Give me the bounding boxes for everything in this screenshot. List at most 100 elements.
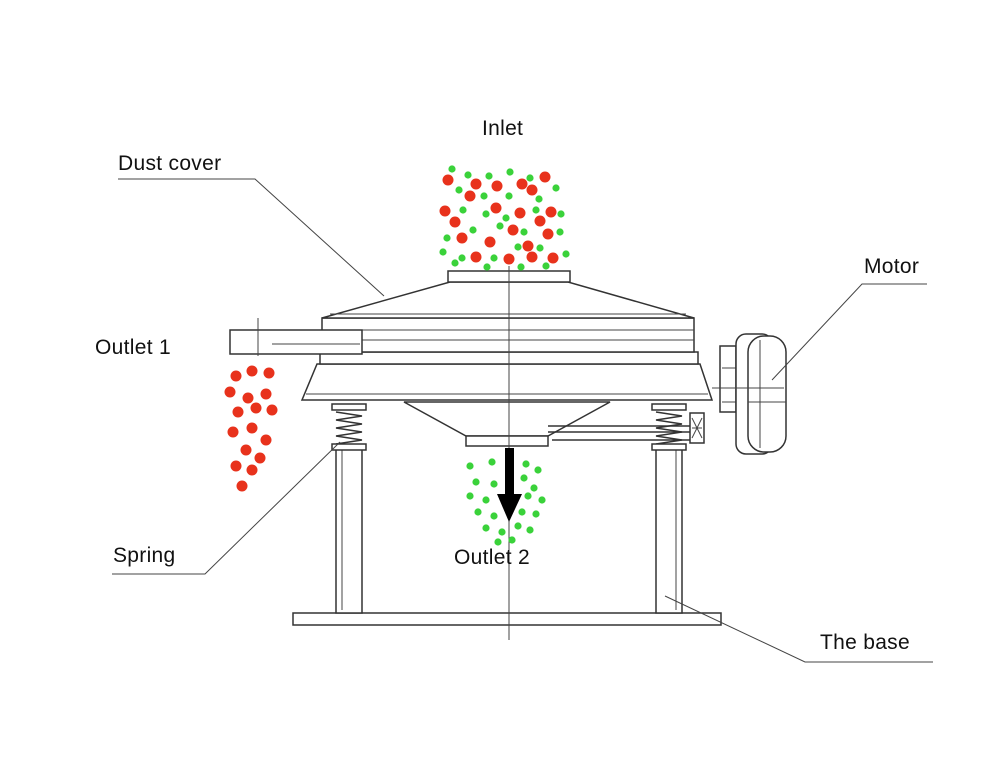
right-spring [651,403,687,451]
fine-particle [474,508,482,516]
label-dust-cover: Dust cover [118,152,221,175]
fine-particle [505,192,513,200]
label-inlet: Inlet [482,117,523,140]
fine-particle [455,186,463,194]
fine-particle [556,228,564,236]
label-outlet-2: Outlet 2 [454,546,530,569]
outlet-1-spout [229,318,363,356]
coarse-particle [240,444,252,456]
coarse-particle [227,426,239,438]
coarse-particle [254,452,266,464]
outlet-2-spout [465,435,549,447]
fine-particle [526,526,534,534]
fine-particle [520,474,528,482]
fine-particle [522,460,530,468]
base-leader [664,595,933,663]
fine-particle [494,538,502,546]
coarse-particle [224,386,236,398]
coarse-particle [442,174,454,186]
fine-particle [514,243,522,251]
coarse-particle [526,251,538,263]
coarse-particle [484,236,496,248]
fine-particle [488,458,496,466]
coarse-particle [260,434,272,446]
coarse-particle [542,228,554,240]
fine-particle [490,254,498,262]
coarse-particle [547,252,559,264]
fine-particle [480,192,488,200]
fine-particle [552,184,560,192]
fine-particle [508,536,516,544]
fine-particle [472,478,480,486]
coarse-particle [526,184,538,196]
fine-particle [526,174,534,182]
fine-particle [520,228,528,236]
fine-particle [557,210,565,218]
coarse-particle [250,402,262,414]
fine-particle [485,172,493,180]
fine-particle [443,234,451,242]
dust-cover [321,281,695,319]
fine-particle [502,214,510,222]
fine-particle [506,168,514,176]
fine-particle [482,496,490,504]
coarse-particle [242,392,254,404]
fine-particle [439,248,447,256]
coarse-particle [260,388,272,400]
fine-particle [483,263,491,271]
vibration-motor [712,333,787,455]
coarse-particle [522,240,534,252]
coarse-particle [516,178,528,190]
fine-particle [466,462,474,470]
fine-particle [459,206,467,214]
leader-lines [112,178,933,663]
fine-particle [517,263,525,271]
fine-particle [448,165,456,173]
coarse-particle [464,190,476,202]
motor-leader [771,283,927,381]
fine-particle [532,206,540,214]
coarse-particle [449,216,461,228]
fine-particle [496,222,504,230]
coarse-particle [246,365,258,377]
fine-particle [498,528,506,536]
fine-particle [518,508,526,516]
base-plate [292,612,722,626]
right-leg [655,446,683,614]
coarse-particle [236,480,248,492]
coarse-particle [230,370,242,382]
coarse-particle [246,422,258,434]
fine-particle [458,254,466,262]
coarse-particle [230,460,242,472]
fine-particle [538,496,546,504]
spring-leader [112,441,341,575]
coarse-particle [534,215,546,227]
fine-particle [469,226,477,234]
fine-particle [524,492,532,500]
coarse-particle [491,180,503,192]
hopper [403,401,611,437]
label-spring: Spring [113,544,176,567]
coarse-particle [232,406,244,418]
fine-particle [451,259,459,267]
coarse-particle [456,232,468,244]
label-motor: Motor [864,255,919,278]
fine-particle [466,492,474,500]
machine [229,266,787,640]
fine-particle [532,510,540,518]
particles [224,165,570,546]
coarse-particle [470,178,482,190]
label-the-base: The base [820,631,910,654]
fine-particle [562,250,570,258]
fine-particle [542,262,550,270]
coarse-particle [470,251,482,263]
coarse-particle [490,202,502,214]
fine-particle [530,484,538,492]
coarse-particle [246,464,258,476]
lower-frame [300,363,714,401]
fine-particle [482,524,490,532]
screen-frame [321,317,695,353]
coarse-particle [503,253,515,265]
